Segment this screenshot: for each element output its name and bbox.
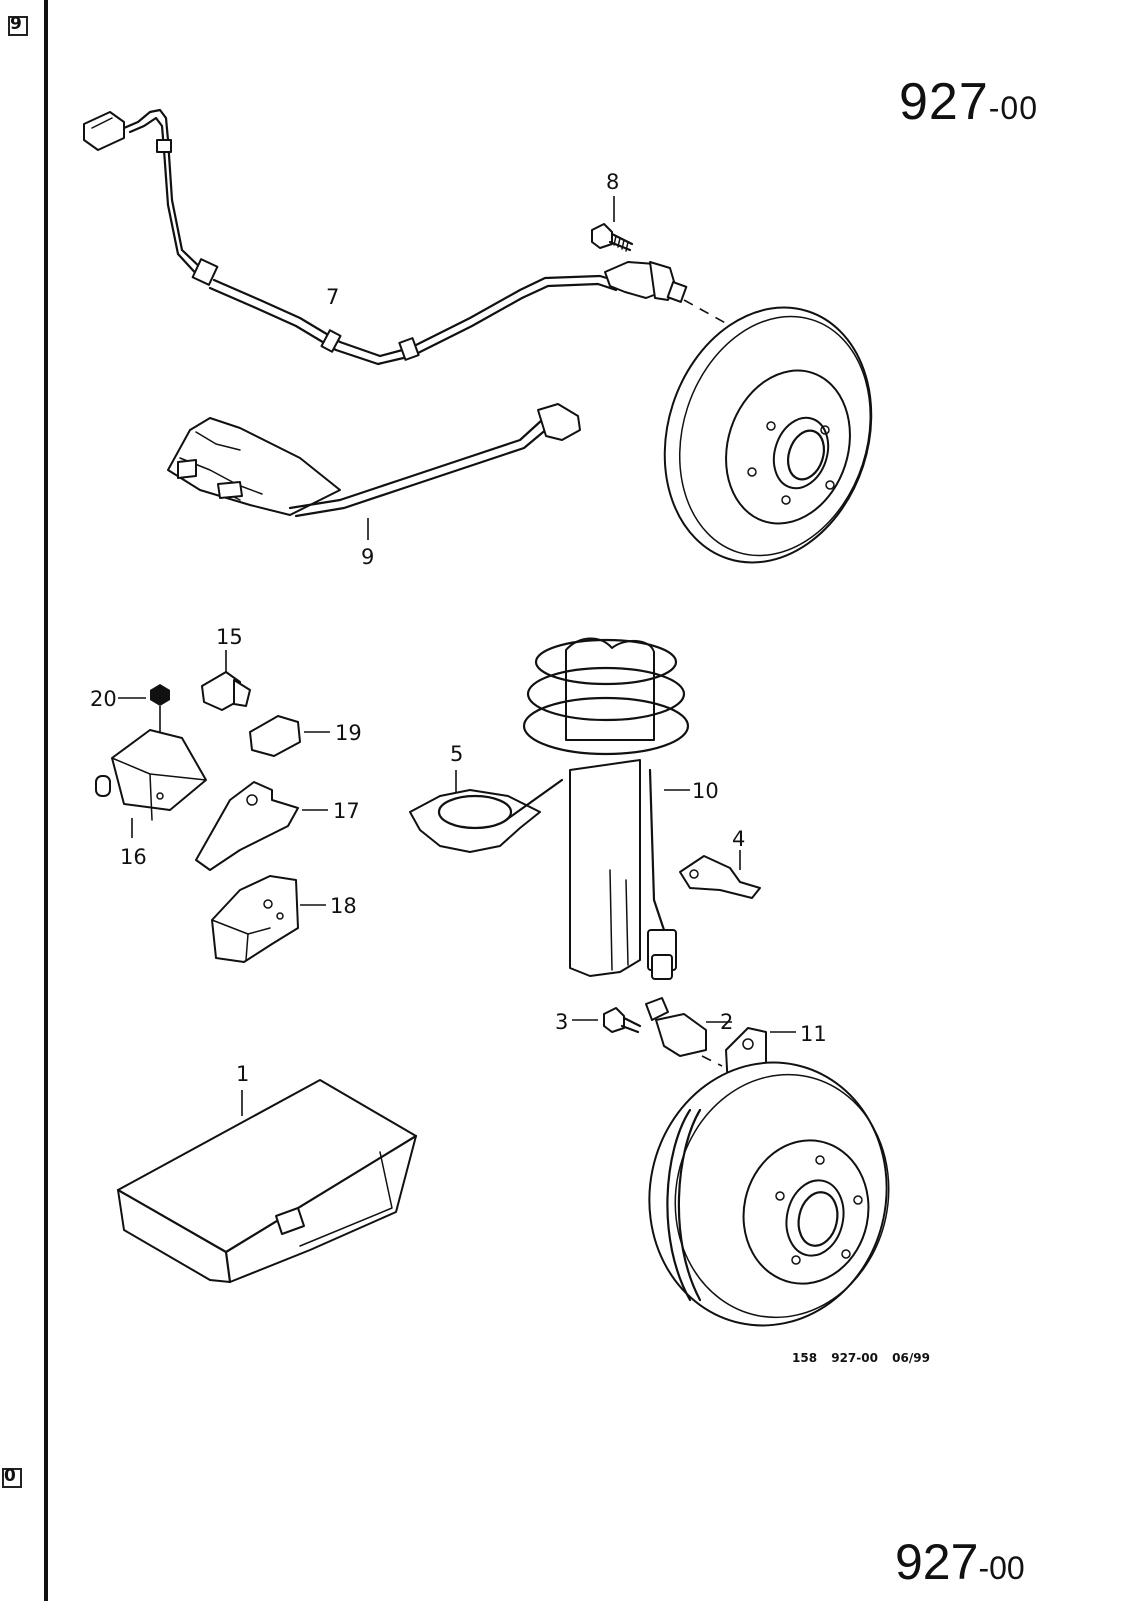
bolt-3-icon <box>572 1007 642 1034</box>
next-page-title: 927-00 <box>895 1533 1025 1591</box>
callout-1: 1 <box>236 1062 250 1086</box>
bracket-4-icon <box>679 850 761 899</box>
callout-10: 10 <box>692 779 719 803</box>
callout-11: 11 <box>800 1022 827 1046</box>
callout-3: 3 <box>555 1010 569 1034</box>
abs-sensor-cable-icon <box>83 108 739 366</box>
relay-16-icon <box>95 729 207 838</box>
bolt-8-icon <box>591 196 634 252</box>
bottom-corner-marker: 0 <box>4 1466 16 1486</box>
left-margin-rule <box>44 0 48 1601</box>
drawing-reference-code: 158 927-00 06/99 <box>792 1351 930 1365</box>
top-corner-marker-icon <box>8 16 28 36</box>
callout-15: 15 <box>216 625 243 649</box>
callout-17: 17 <box>333 799 360 823</box>
connector-15-icon <box>201 650 251 711</box>
bracket-18-icon <box>211 875 326 963</box>
callout-19: 19 <box>335 721 362 745</box>
next-page-title-suffix: -00 <box>978 1550 1025 1586</box>
clip-19-icon <box>249 715 330 757</box>
callout-18: 18 <box>330 894 357 918</box>
callout-4: 4 <box>732 827 746 851</box>
page-title-main: 927 <box>899 73 989 131</box>
brake-disc-upper-icon <box>663 306 873 564</box>
brake-disc-lower-icon <box>648 1061 890 1327</box>
clamp-5-icon <box>409 770 564 853</box>
wiring-harness-9-icon <box>167 403 581 540</box>
bottom-corner-marker-icon <box>2 1468 22 1488</box>
top-corner-marker: 9 <box>10 14 22 34</box>
callout-5: 5 <box>450 742 464 766</box>
control-unit-1-icon <box>116 1079 418 1284</box>
next-page-title-main: 927 <box>895 1534 979 1590</box>
callout-8: 8 <box>606 170 620 194</box>
callout-20: 20 <box>90 687 117 711</box>
bracket-17-icon <box>195 781 328 871</box>
callout-9: 9 <box>361 545 375 569</box>
callout-2: 2 <box>720 1010 734 1034</box>
speed-sensor-2-icon <box>645 997 732 1057</box>
page-title: 927-00 <box>899 72 1038 132</box>
callout-16: 16 <box>120 845 147 869</box>
callout-7: 7 <box>326 285 340 309</box>
spring-strut-icon <box>522 637 690 980</box>
page-title-suffix: -00 <box>988 90 1039 126</box>
